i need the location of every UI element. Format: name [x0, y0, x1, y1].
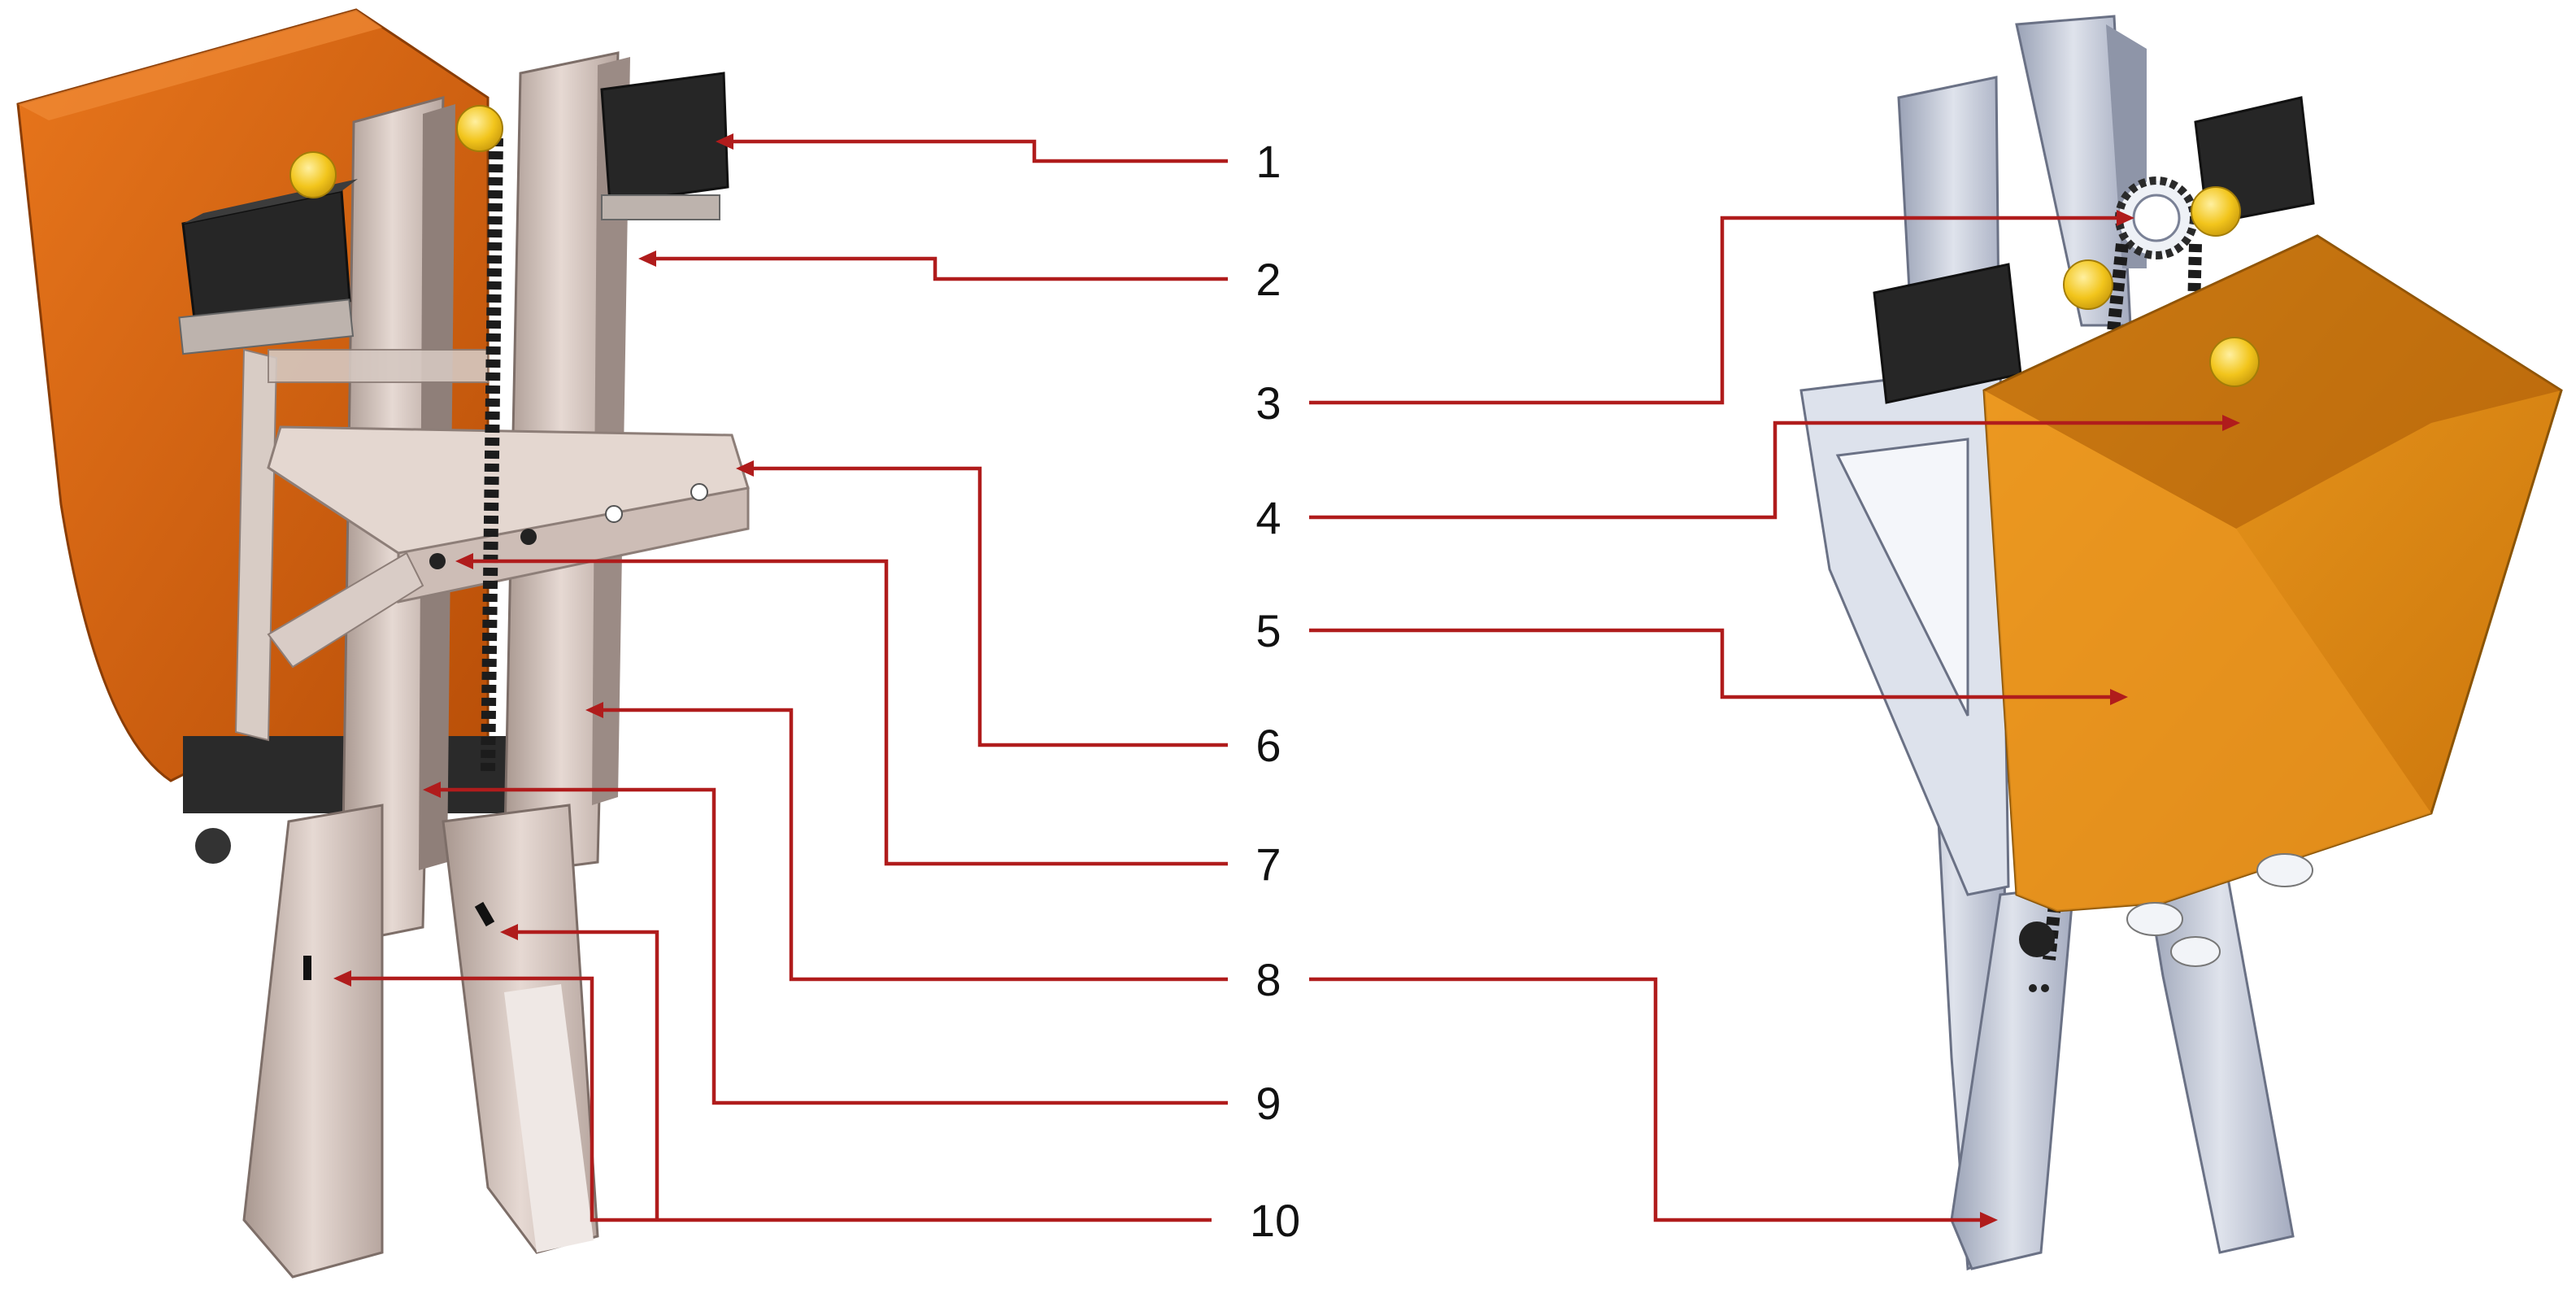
ball — [456, 105, 503, 152]
leader-6 — [748, 466, 1228, 747]
leader-8-right — [1309, 977, 1984, 1222]
label-6: 6 — [1255, 720, 1281, 771]
right-machine-view — [1799, 15, 2563, 1271]
label-9: 9 — [1255, 1078, 1281, 1129]
leg-left — [242, 804, 384, 1279]
label-7: 7 — [1255, 839, 1281, 890]
ball — [2209, 337, 2260, 387]
leg-right-b — [2145, 877, 2295, 1254]
chain — [481, 137, 503, 773]
label-3: 3 — [1255, 377, 1281, 429]
ball — [289, 151, 337, 198]
label-5: 5 — [1255, 605, 1281, 656]
label-1: 1 — [1255, 136, 1281, 187]
label-8: 8 — [1255, 954, 1281, 1005]
left-machine-view — [16, 8, 750, 1279]
leader-1 — [728, 139, 1228, 163]
leader-5 — [1309, 628, 2114, 699]
part-labels: 1 2 3 4 5 6 7 8 9 10 — [1250, 136, 1300, 1246]
leader-7 — [468, 559, 1228, 866]
label-4: 4 — [1255, 492, 1281, 543]
side-frame — [1799, 364, 2010, 896]
ball — [2191, 186, 2241, 237]
ball — [2063, 259, 2113, 310]
label-10: 10 — [1250, 1195, 1300, 1246]
motor-right — [600, 72, 729, 220]
leader-4 — [1309, 420, 2226, 520]
leader-8-left — [598, 708, 1228, 982]
leader-lines — [333, 133, 2240, 1228]
leader-10 — [346, 976, 1212, 1222]
leader-2 — [651, 256, 1228, 281]
label-2: 2 — [1255, 254, 1281, 305]
leader-3 — [1309, 216, 2121, 405]
leader-9 — [435, 787, 1228, 1105]
